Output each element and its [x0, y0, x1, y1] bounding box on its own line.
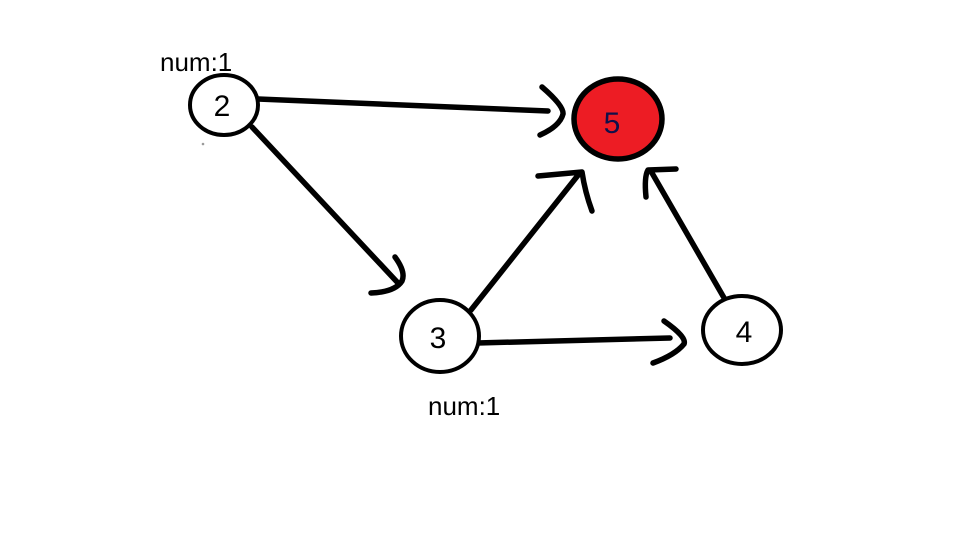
- edge-2-5-arrowhead-icon: [537, 84, 566, 138]
- edge-2-5: [255, 84, 566, 138]
- annotation-num-node-2: num:1: [160, 47, 232, 77]
- edge-4-5: [642, 166, 730, 306]
- node-4-circle: [701, 294, 783, 366]
- graph-node-5: 5: [571, 76, 665, 162]
- node-4-label: 4: [736, 316, 753, 349]
- node-2-circle: [188, 73, 260, 137]
- edge-3-4: [474, 318, 688, 366]
- node-3-label: 3: [430, 322, 447, 355]
- stray-mark: [201, 142, 205, 146]
- node-5-circle: [571, 76, 665, 162]
- edge-2-3-line: [249, 124, 401, 286]
- edge-4-5-arrowhead-icon: [642, 166, 679, 200]
- edge-3-4-line: [474, 335, 673, 346]
- edge-2-3: [249, 124, 406, 296]
- graph-node-2: 2: [188, 73, 260, 137]
- edge-4-5-line: [649, 170, 730, 306]
- graph-node-3: 3: [399, 298, 481, 374]
- node-2-label: 2: [214, 90, 231, 123]
- edge-3-4-arrowhead-icon: [650, 318, 688, 366]
- edge-2-3-arrowhead-icon: [368, 254, 406, 296]
- edge-3-5-arrowhead-icon: [535, 169, 595, 214]
- annotation-num-node-3: num:1: [428, 391, 500, 421]
- node-3-circle: [399, 298, 481, 374]
- node-5-label: 5: [604, 107, 621, 140]
- graph-node-4: 4: [701, 294, 783, 366]
- edge-3-5-line: [468, 171, 582, 313]
- edge-2-5-line: [255, 96, 551, 114]
- edge-3-5: [468, 169, 595, 313]
